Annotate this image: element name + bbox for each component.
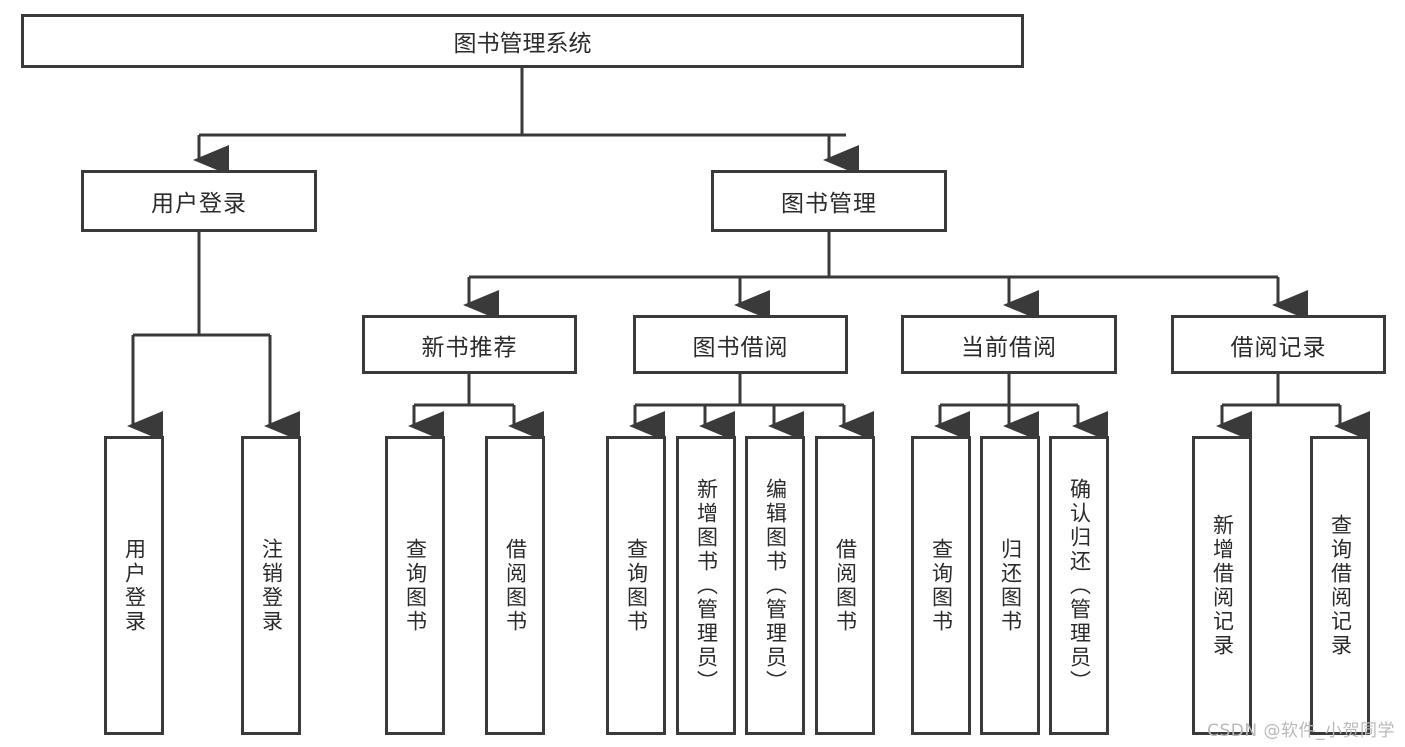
leaf-logout[interactable]: 注销登录 xyxy=(241,436,301,735)
node-label: 图书管理系统 xyxy=(453,31,592,57)
leaf-user-login[interactable]: 用户登录 xyxy=(104,436,164,735)
leaf-label: 借阅图书 xyxy=(833,537,858,634)
csdn-watermark: CSDN @软件_小贺同学 xyxy=(1207,721,1395,741)
node-label: 用户登录 xyxy=(151,191,247,217)
leaf-bb-borrow-book[interactable]: 借阅图书 xyxy=(815,436,875,735)
node-book-borrow[interactable]: 图书借阅 xyxy=(633,315,848,374)
leaf-bb-add-book[interactable]: 新增图书（管理员） xyxy=(676,436,736,735)
leaf-label: 新增借阅记录 xyxy=(1210,513,1235,658)
leaf-nb-borrow-book[interactable]: 借阅图书 xyxy=(485,436,545,735)
leaf-label: 注销登录 xyxy=(259,537,284,634)
node-label: 当前借阅 xyxy=(961,334,1057,361)
node-label: 新书推荐 xyxy=(421,334,518,361)
node-current-borrow[interactable]: 当前借阅 xyxy=(901,315,1117,374)
leaf-label: 用户登录 xyxy=(122,537,147,634)
leaf-nb-query-book[interactable]: 查询图书 xyxy=(385,436,445,735)
node-new-book-recommend[interactable]: 新书推荐 xyxy=(362,315,577,374)
node-user-login[interactable]: 用户登录 xyxy=(81,170,317,232)
leaf-label: 查询图书 xyxy=(403,537,428,634)
leaf-br-query-record[interactable]: 查询借阅记录 xyxy=(1310,436,1370,735)
leaf-label: 确认归还（管理员） xyxy=(1067,477,1092,694)
leaf-label: 查询图书 xyxy=(624,537,649,634)
node-root-system[interactable]: 图书管理系统 xyxy=(21,14,1024,68)
node-borrow-record[interactable]: 借阅记录 xyxy=(1171,315,1386,374)
leaf-label: 查询借阅记录 xyxy=(1328,513,1353,658)
leaf-label: 借阅图书 xyxy=(503,537,528,634)
leaf-cb-confirm-return[interactable]: 确认归还（管理员） xyxy=(1049,436,1109,735)
leaf-cb-return-book[interactable]: 归还图书 xyxy=(980,436,1040,735)
leaf-label: 归还图书 xyxy=(998,537,1023,634)
leaf-bb-edit-book[interactable]: 编辑图书（管理员） xyxy=(745,436,805,735)
leaf-br-add-record[interactable]: 新增借阅记录 xyxy=(1192,436,1252,735)
leaf-label: 编辑图书（管理员） xyxy=(763,477,788,694)
node-label: 借阅记录 xyxy=(1230,334,1327,361)
node-label: 图书借阅 xyxy=(692,334,789,361)
leaf-label: 新增图书（管理员） xyxy=(694,477,719,694)
node-book-management[interactable]: 图书管理 xyxy=(711,170,947,232)
node-label: 图书管理 xyxy=(781,191,877,217)
leaf-cb-query-book[interactable]: 查询图书 xyxy=(911,436,971,735)
leaf-label: 查询图书 xyxy=(929,537,954,634)
leaf-bb-query-book[interactable]: 查询图书 xyxy=(606,436,666,735)
